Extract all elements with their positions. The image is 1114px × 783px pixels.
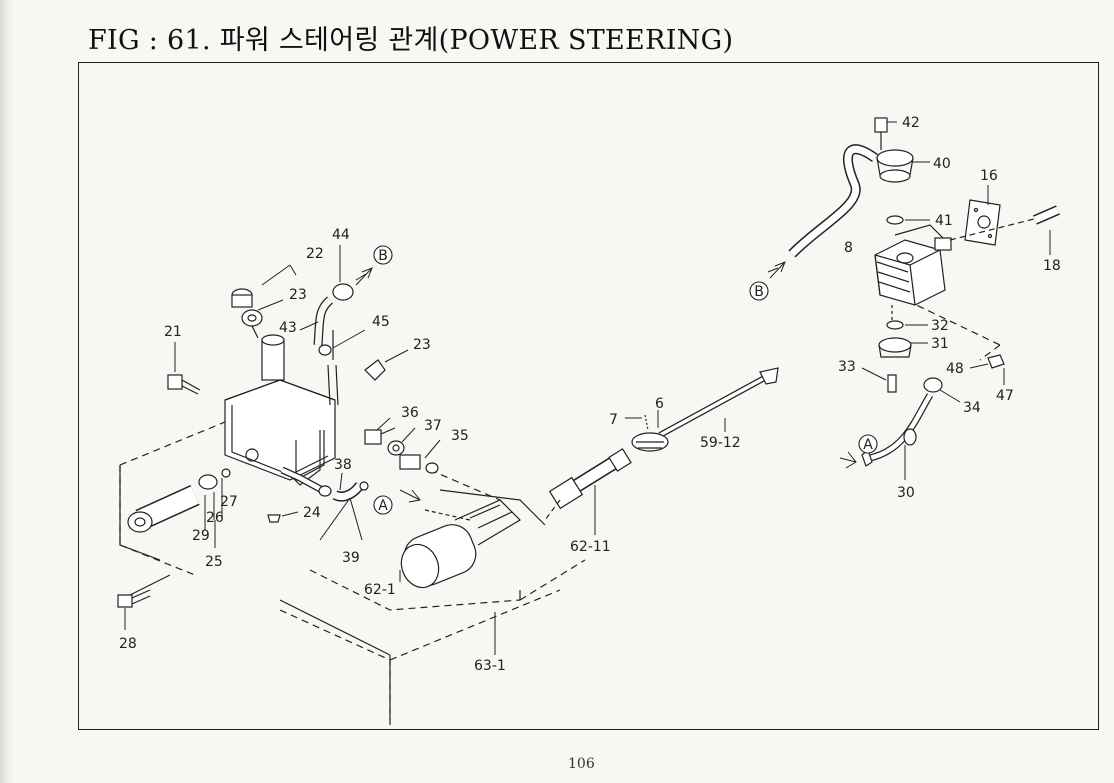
callout-63-1: 63-1 [474,658,506,674]
callout-40: 40 [933,156,951,172]
drive-shaft-62-11 [544,448,632,521]
clip-24 [267,514,281,523]
callout-23a: 23 [289,287,307,303]
bolt-21 [167,374,201,395]
marker-circles [373,245,878,515]
callout-6: 6 [655,396,664,412]
bolt-33 [887,374,897,393]
clip-48-47 [987,354,1005,369]
chassis-outline [119,289,1001,720]
callout-29: 29 [192,528,210,544]
callout-62-11: 62-11 [570,539,611,555]
hose-43 [313,296,334,346]
callout-41: 41 [935,213,953,229]
marker-a-right [858,434,878,454]
steering-pump-body [874,224,952,306]
callout-43: 43 [279,320,297,336]
diagram-frame [78,62,1099,730]
oring-32 [886,320,904,330]
callout-27: 27 [220,494,238,510]
callout-59-12: 59-12 [700,435,741,451]
pipe-38 [280,466,369,502]
callout-8: 8 [844,240,853,256]
pump-axis [949,214,1051,241]
marker-b-top [373,245,393,265]
callout-31: 31 [931,336,949,352]
reservoir-tank [224,330,339,486]
oring-41 [886,215,904,225]
callout-labels: 42 40 16 41 18 8 32 31 33 48 47 34 30 44… [119,115,1061,674]
marker-a-center [373,495,393,515]
figure-title: FIG : 61. 파워 스테어링 관계(POWER STEERING) [88,25,734,56]
marker-b-top-label: B [378,248,388,264]
scan-edge [0,0,14,783]
washer-27 [221,468,231,478]
clamp-45 [318,344,332,356]
bolt-28 [117,589,151,608]
clamp-44 [332,283,354,301]
marker-b-right-label: B [754,284,764,300]
page-number: 106 [568,756,595,772]
leader-lines [124,121,1051,655]
bolt-23b [364,359,386,381]
callout-42: 42 [902,115,920,131]
callout-45: 45 [372,314,390,330]
callout-23b: 23 [413,337,431,353]
callout-44: 44 [332,227,350,243]
fittings-36-37-35 [364,427,439,474]
callout-26: 26 [206,510,224,526]
callout-22: 22 [306,246,324,262]
marker-letters: B B A A [378,248,873,514]
washer-26 [198,474,218,490]
callout-39: 39 [342,550,360,566]
filter-cap-40 [874,117,914,183]
fitting-18 [1033,205,1060,225]
callout-38: 38 [334,457,352,473]
callout-47: 47 [996,388,1014,404]
callout-24: 24 [303,505,321,521]
callout-30: 30 [897,485,915,501]
marker-b-right [749,281,769,301]
gear-pump [400,499,521,589]
suction-hose [127,484,200,533]
arrow-markers [355,261,857,503]
callout-7: 7 [609,412,618,428]
marker-a-center-label: A [378,498,388,514]
callout-36: 36 [401,405,419,421]
gasket-16 [964,199,1001,246]
callout-35: 35 [451,428,469,444]
steering-rod-59-12 [631,367,779,452]
callout-18: 18 [1043,258,1061,274]
callout-37: 37 [424,418,442,434]
callout-25: 25 [205,554,223,570]
callout-28: 28 [119,636,137,652]
callout-48: 48 [946,361,964,377]
hose-30 [861,377,943,467]
callout-62-1: 62-1 [364,582,396,598]
callout-32: 32 [931,318,949,334]
callout-16: 16 [980,168,998,184]
callout-34: 34 [963,400,981,416]
callout-21: 21 [164,324,182,340]
return-pipe-8 [788,144,878,258]
plate-31 [878,337,912,358]
marker-a-right-label: A [863,437,873,453]
callout-33: 33 [838,359,856,375]
reservoir-cap [231,288,263,339]
